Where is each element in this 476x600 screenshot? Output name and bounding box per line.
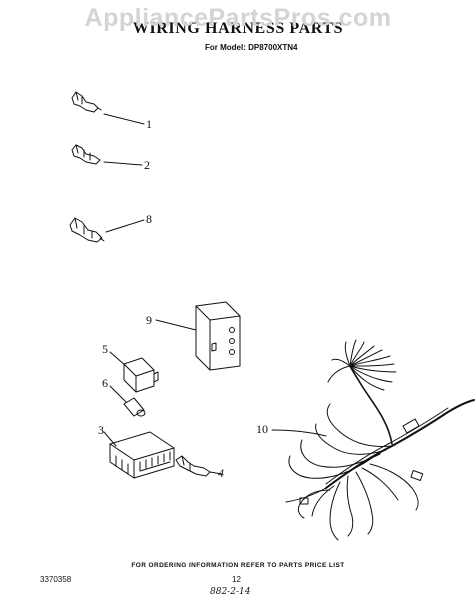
- callout-10: 10: [256, 422, 268, 436]
- callout-4: 4: [218, 466, 224, 480]
- part-8-terminal: [69, 217, 145, 243]
- part-10-wiring-harness: [271, 339, 475, 541]
- callout-8: 8: [146, 212, 152, 226]
- leader-line-2: [103, 161, 143, 166]
- callout-5: 5: [102, 342, 108, 356]
- leader-line-9: [155, 319, 197, 331]
- leader-line-4: [209, 471, 223, 475]
- ordering-note: FOR ORDERING INFORMATION REFER TO PARTS …: [131, 562, 345, 569]
- watermark: AppliancePartsPros.com: [84, 4, 392, 32]
- part-9-connector-block: [155, 301, 241, 371]
- part-2-terminal: [71, 144, 143, 166]
- model-number: For Model: DP8700XTN4: [205, 43, 298, 52]
- callout-2: 2: [144, 158, 150, 172]
- part-4-terminal: [175, 455, 223, 477]
- page-title: WIRING HARNESS PARTS: [132, 20, 344, 37]
- part-6-bullet-connector: [109, 385, 146, 417]
- part-1-terminal: [71, 91, 145, 125]
- leader-line-6: [109, 385, 127, 403]
- part-5-plug: [109, 351, 159, 393]
- leader-line-3: [103, 431, 117, 447]
- callout-3: 3: [98, 423, 104, 437]
- callout-1: 1: [146, 117, 152, 131]
- page-number: 12: [232, 575, 241, 584]
- leader-line-5: [109, 351, 127, 367]
- handwritten-note: 882-2-14: [210, 587, 251, 597]
- callout-9: 9: [146, 313, 152, 327]
- leader-line-1: [103, 113, 145, 125]
- callout-6: 6: [102, 376, 108, 390]
- document-number: 3370358: [40, 575, 72, 584]
- part-3-multi-pin-housing: [103, 431, 175, 479]
- leader-line-8: [105, 219, 145, 233]
